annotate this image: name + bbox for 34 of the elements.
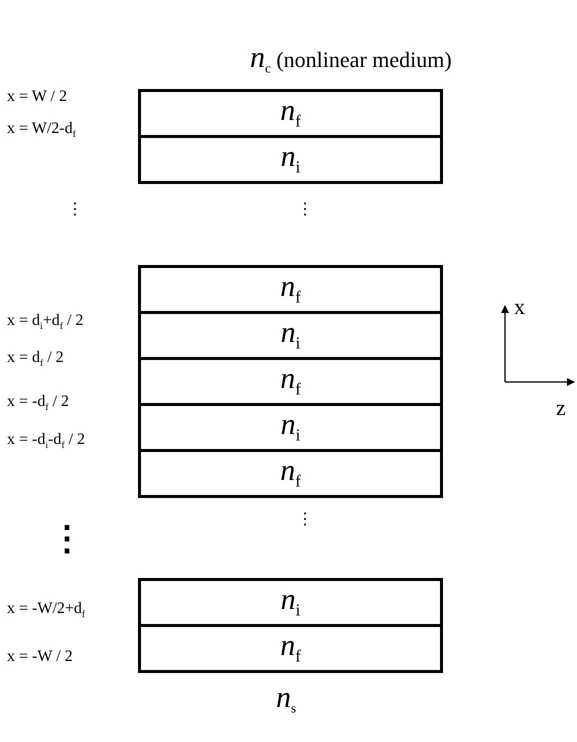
position-label: x = d$_{i}$+d$_{f}$ / 2 — [7, 311, 84, 334]
layer-box — [138, 578, 443, 627]
refractive-index: n$_{i}$ — [280, 583, 300, 622]
position-label: x = W/2-d$_{f}$ — [7, 119, 76, 142]
refractive-index: n$_{f}$ — [280, 454, 301, 493]
refractive-index: n$_{f}$ — [280, 629, 301, 668]
position-label: x = -W / 2 — [7, 647, 73, 667]
refractive-index: n$_{f}$ — [280, 94, 301, 133]
refractive-index: n$_{f}$ — [280, 270, 301, 309]
axis-label: z — [556, 398, 566, 418]
medium-label: n$_{c}$ (nonlinear medium) — [250, 48, 452, 78]
layer-box — [138, 403, 443, 452]
layer-box — [138, 357, 443, 406]
refractive-index: n$_{i}$ — [280, 316, 300, 355]
refractive-index: n$_{i}$ — [280, 408, 300, 447]
layer-box — [138, 89, 443, 138]
ellipsis: ⋮ — [297, 200, 313, 220]
position-label: x = d$_{f}$ / 2 — [7, 348, 64, 372]
ellipsis: ⋮ — [67, 200, 83, 220]
position-label: x = -d$_{i}$-d$_{f}$ / 2 — [7, 430, 86, 454]
layer-box — [138, 624, 443, 673]
position-label: x = W / 2 — [7, 87, 67, 107]
position-label: x = -W/2+d$_{f}$ — [7, 599, 86, 622]
layer-box — [138, 311, 443, 360]
layer-box — [138, 135, 443, 184]
axis-label: x — [514, 297, 525, 317]
layer-box — [138, 265, 443, 314]
refractive-index: n$_{f}$ — [280, 362, 301, 401]
medium-label: n$_{s}$ — [276, 688, 296, 718]
ellipsis: ⋮ — [50, 520, 84, 560]
refractive-index: n$_{i}$ — [280, 140, 300, 179]
position-label: x = -d$_{f}$ / 2 — [7, 392, 70, 416]
layer-box — [138, 449, 443, 498]
ellipsis: ⋮ — [297, 510, 313, 530]
